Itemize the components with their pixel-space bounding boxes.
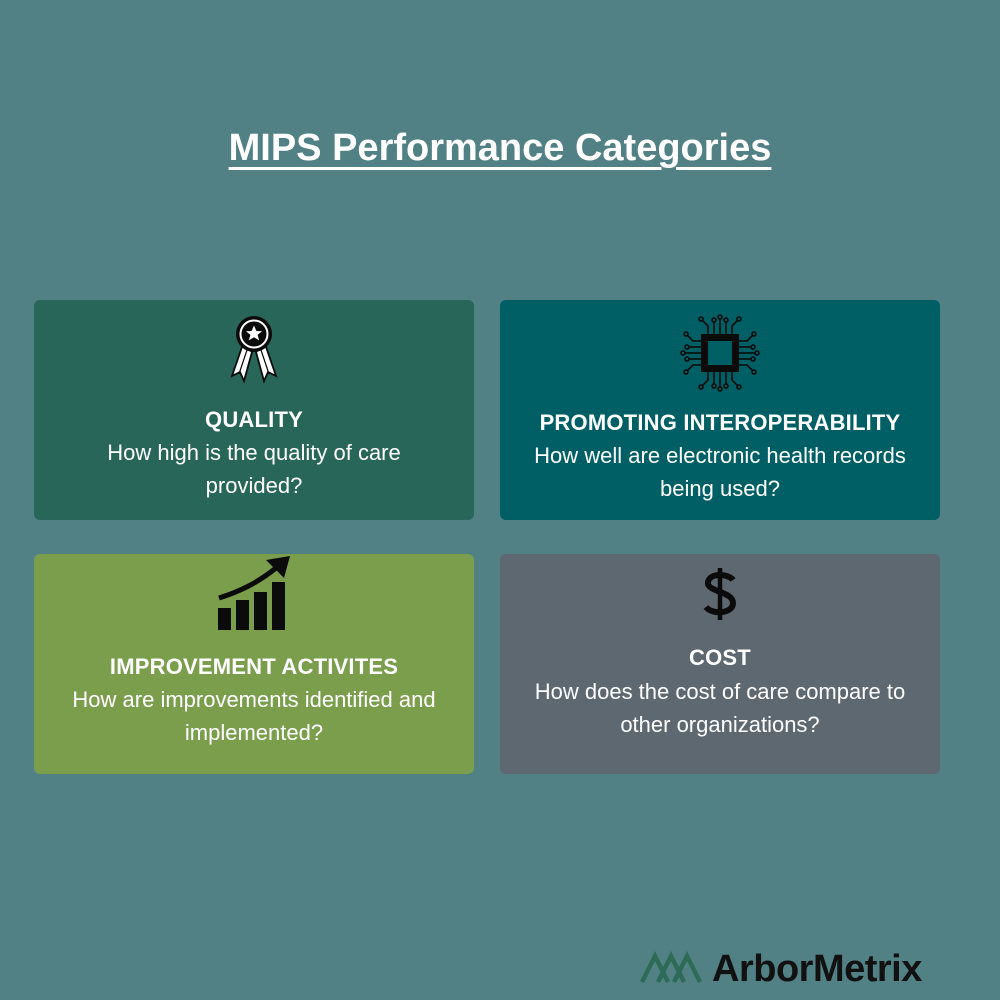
interoperability-heading: PROMOTING INTEROPERABILITY [539,410,901,435]
page-title: MIPS Performance Categories [228,127,772,169]
improvement-card: IMPROVEMENT ACTIVITES How are improvemen… [34,554,474,774]
arbormetrix-logo: ArborMetrix [639,946,922,992]
interoperability-card: PROMOTING INTEROPERABILITY How well are … [500,300,940,520]
cost-description: How does the cost of care compare to oth… [534,679,906,737]
improvement-description: How are improvements identified and impl… [72,687,436,745]
improvement-heading: IMPROVEMENT ACTIVITES [109,654,399,679]
microchip-icon [500,314,940,392]
quality-description: How high is the quality of care provided… [107,440,401,498]
growth-chart-icon [34,556,474,632]
dollar-sign-icon [500,566,940,622]
cost-card: COST How does the cost of care compare t… [500,554,940,774]
cost-heading: COST [689,645,751,670]
interoperability-description: How well are electronic health records b… [534,443,906,501]
brand-name: ArborMetrix [712,947,922,990]
quality-card: QUALITY How high is the quality of care … [34,300,474,520]
arbormetrix-logo-mark-icon [639,950,704,989]
quality-heading: QUALITY [205,407,303,432]
award-ribbon-icon [34,314,474,384]
